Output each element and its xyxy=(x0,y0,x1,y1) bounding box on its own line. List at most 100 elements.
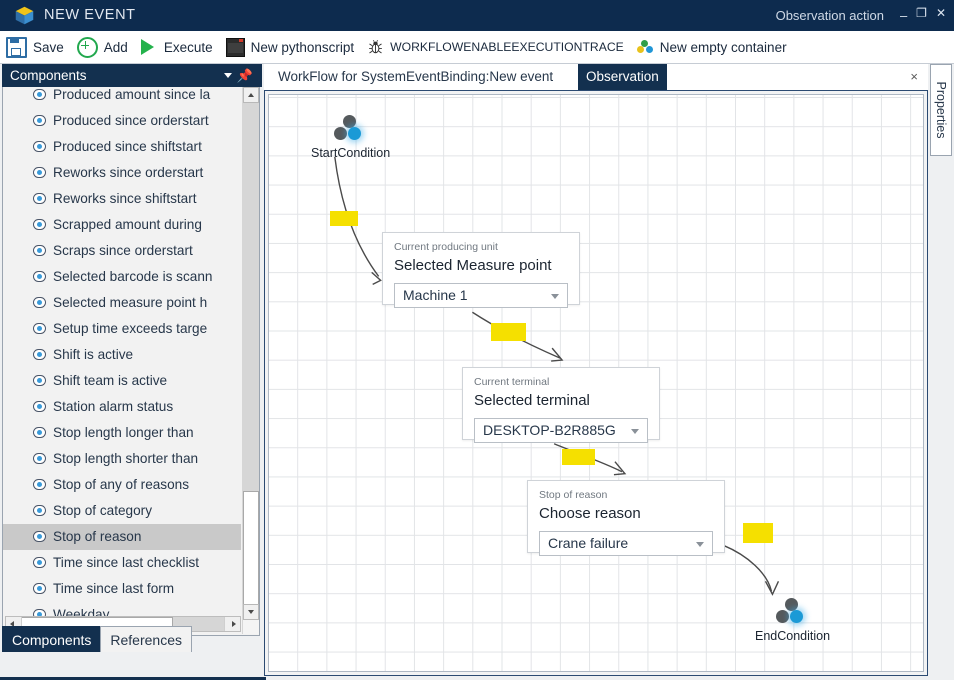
component-list-item[interactable]: Selected measure point h xyxy=(3,290,241,316)
pin-icon[interactable]: 📌 xyxy=(236,68,253,83)
workflow-execution-trace-label: WORKFLOWENABLEEXECUTIONTRACE xyxy=(390,40,624,54)
plus-circle-icon xyxy=(76,36,98,58)
card-title: Selected terminal xyxy=(474,392,590,409)
components-list[interactable]: Produced amount since la Produced since o… xyxy=(3,87,241,629)
component-list-item[interactable]: Time since last checklist xyxy=(3,550,241,576)
main-toolbar: Save Add Execute New pythonscript xyxy=(0,31,954,64)
workflow-card-reason[interactable]: Stop of reason Choose reason Crane failu… xyxy=(527,480,725,556)
document-tab-bar: WorkFlow for SystemEventBinding:New even… xyxy=(264,64,928,91)
tab-references[interactable]: References xyxy=(100,626,192,652)
properties-panel-tab[interactable]: Properties xyxy=(930,64,952,156)
component-list-item[interactable]: Scrapped amount during xyxy=(3,212,241,238)
tab-observation[interactable]: Observation xyxy=(578,64,667,90)
window-subtitle: Observation action xyxy=(775,8,884,23)
component-list-item-label: Produced since orderstart xyxy=(53,113,209,128)
observation-eye-icon xyxy=(33,323,46,334)
workflow-canvas-wrapper: StartCondition Current producing unit Se… xyxy=(264,90,928,676)
component-list-item-label: Produced since shiftstart xyxy=(53,139,202,154)
component-list-item[interactable]: Produced amount since la xyxy=(3,87,241,108)
observation-eye-icon xyxy=(33,479,46,490)
component-list-item[interactable]: Shift team is active xyxy=(3,368,241,394)
execute-button[interactable]: Execute xyxy=(135,31,220,63)
component-list-item[interactable]: Shift is active xyxy=(3,342,241,368)
three-dots-icon xyxy=(636,39,654,56)
connector-marker-3 xyxy=(562,449,595,465)
measure-point-select[interactable]: Machine 1 xyxy=(394,283,568,308)
save-button[interactable]: Save xyxy=(0,31,71,63)
component-list-item[interactable]: Reworks since orderstart xyxy=(3,160,241,186)
component-list-item[interactable]: Produced since shiftstart xyxy=(3,134,241,160)
scroll-up-button[interactable] xyxy=(243,87,259,103)
chevron-down-icon[interactable] xyxy=(551,294,559,299)
workflow-execution-trace-button[interactable]: WORKFLOWENABLEEXECUTIONTRACE xyxy=(361,31,631,63)
maximize-button[interactable]: ❐ xyxy=(916,6,927,20)
component-list-item-label: Produced amount since la xyxy=(53,87,211,102)
terminal-select[interactable]: DESKTOP-B2R885G xyxy=(474,418,648,443)
observation-eye-icon xyxy=(33,297,46,308)
component-list-item[interactable]: Stop of category xyxy=(3,498,241,524)
component-list-item-label: Stop length shorter than xyxy=(53,451,199,466)
scroll-down-button[interactable] xyxy=(243,604,259,620)
new-pythonscript-button[interactable]: New pythonscript xyxy=(220,31,362,63)
play-icon xyxy=(140,39,158,56)
component-list-item[interactable]: Stop of any of reasons xyxy=(3,472,241,498)
measure-point-value: Machine 1 xyxy=(403,287,468,303)
monitor-icon xyxy=(225,37,245,57)
components-vertical-scrollbar[interactable] xyxy=(242,87,259,634)
workflow-card-terminal[interactable]: Current terminal Selected terminal DESKT… xyxy=(462,367,660,443)
component-list-item[interactable]: Produced since orderstart xyxy=(3,108,241,134)
observation-eye-icon xyxy=(33,427,46,438)
tab-components[interactable]: Components xyxy=(2,626,102,652)
tab-workflow-systemeventbinding[interactable]: WorkFlow for SystemEventBinding:New even… xyxy=(270,64,562,90)
workflow-card-measure-point[interactable]: Current producing unit Selected Measure … xyxy=(382,232,580,308)
chevron-down-icon[interactable] xyxy=(224,73,232,78)
observation-eye-icon xyxy=(33,505,46,516)
reason-value: Crane failure xyxy=(548,535,629,551)
component-list-item[interactable]: Stop of reason xyxy=(3,524,241,550)
workflow-node-icon xyxy=(774,598,812,628)
document-area: WorkFlow for SystemEventBinding:New even… xyxy=(264,64,928,676)
observation-eye-icon xyxy=(33,245,46,256)
component-list-item[interactable]: Stop length shorter than xyxy=(3,446,241,472)
minimize-button[interactable]: – xyxy=(899,8,908,23)
close-tab-icon[interactable]: × xyxy=(910,69,918,84)
vertical-scroll-track[interactable] xyxy=(243,103,259,604)
chevron-down-icon[interactable] xyxy=(696,542,704,547)
component-list-item[interactable]: Setup time exceeds targe xyxy=(3,316,241,342)
workflow-canvas[interactable]: StartCondition Current producing unit Se… xyxy=(268,94,924,672)
card-caption: Stop of reason xyxy=(539,489,608,501)
component-list-item[interactable]: Time since last form xyxy=(3,576,241,602)
connector-marker-4 xyxy=(743,523,773,543)
close-button[interactable]: ✕ xyxy=(935,6,946,20)
component-list-item[interactable]: Stop length longer than xyxy=(3,420,241,446)
workflow-start-node[interactable]: StartCondition xyxy=(311,115,390,160)
component-list-item[interactable]: Reworks since shiftstart xyxy=(3,186,241,212)
card-title: Selected Measure point xyxy=(394,257,552,274)
workflow-end-node-label: EndCondition xyxy=(755,629,831,643)
scroll-right-button[interactable] xyxy=(224,617,240,631)
window-controls: – ❐ ✕ xyxy=(899,6,946,23)
component-list-item-label: Station alarm status xyxy=(53,399,174,414)
component-list-item[interactable]: Station alarm status xyxy=(3,394,241,420)
component-list-item-label: Shift team is active xyxy=(53,373,168,388)
workflow-end-node[interactable]: EndCondition xyxy=(755,598,830,643)
add-button[interactable]: Add xyxy=(71,31,135,63)
connector-marker-1 xyxy=(330,211,358,226)
observation-eye-icon xyxy=(33,583,46,594)
new-empty-container-button[interactable]: New empty container xyxy=(631,31,794,63)
vertical-scroll-thumb[interactable] xyxy=(243,491,259,608)
component-list-item[interactable]: Selected barcode is scann xyxy=(3,264,241,290)
save-icon xyxy=(6,36,27,58)
reason-select[interactable]: Crane failure xyxy=(539,531,713,556)
component-list-item-label: Stop of category xyxy=(53,503,152,518)
new-empty-container-label: New empty container xyxy=(659,39,787,55)
component-list-item[interactable]: Scraps since orderstart xyxy=(3,238,241,264)
observation-eye-icon xyxy=(33,349,46,360)
observation-eye-icon xyxy=(33,375,46,386)
component-list-item-label: Stop of reason xyxy=(53,529,142,544)
card-caption: Current producing unit xyxy=(394,241,498,253)
observation-eye-icon xyxy=(33,141,46,152)
observation-eye-icon xyxy=(33,557,46,568)
chevron-down-icon[interactable] xyxy=(631,429,639,434)
